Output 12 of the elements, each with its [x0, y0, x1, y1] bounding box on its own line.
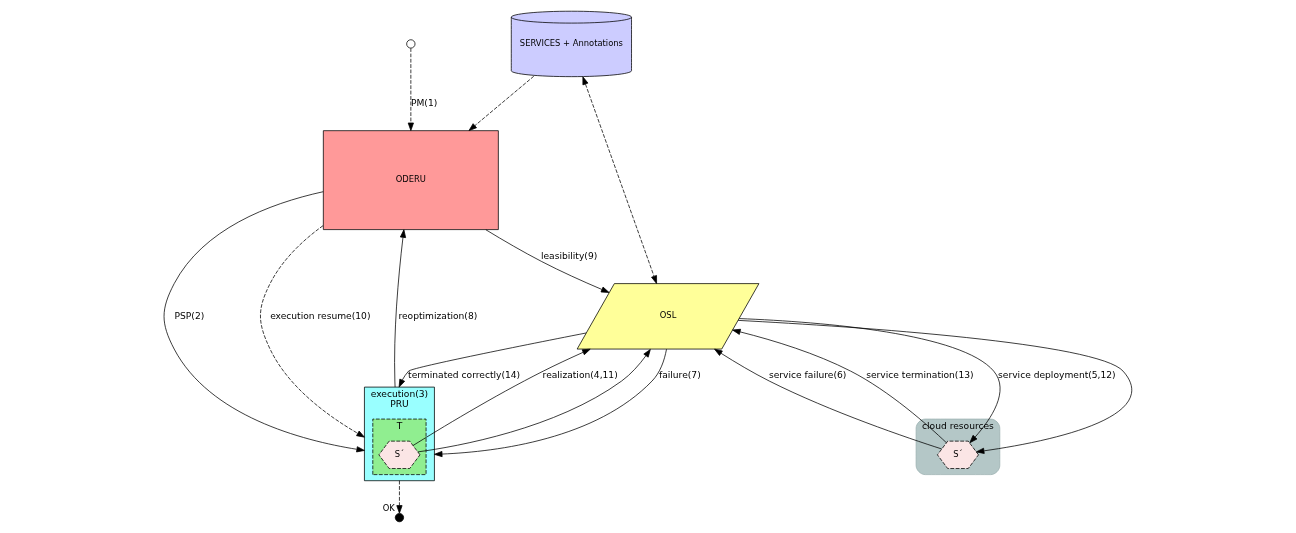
edge-label: realization(4,11)	[542, 370, 618, 381]
edge-label: leasibility(9)	[540, 250, 598, 261]
edge-label: service termination(13)	[866, 370, 974, 381]
edge-label: failure(7)	[658, 370, 701, 381]
edge-label: reoptimization(8)	[398, 310, 478, 321]
node-label: OK	[382, 502, 395, 513]
edge-label: execution resume(10)	[270, 310, 371, 321]
edge-label: service failure(6)	[769, 370, 847, 381]
edge-label: PM(1)	[411, 98, 438, 109]
edge-label: PSP(2)	[174, 310, 205, 321]
edge-label: terminated correctly(14)	[408, 370, 521, 381]
edge-label: service deployment(5,12)	[998, 370, 1116, 381]
